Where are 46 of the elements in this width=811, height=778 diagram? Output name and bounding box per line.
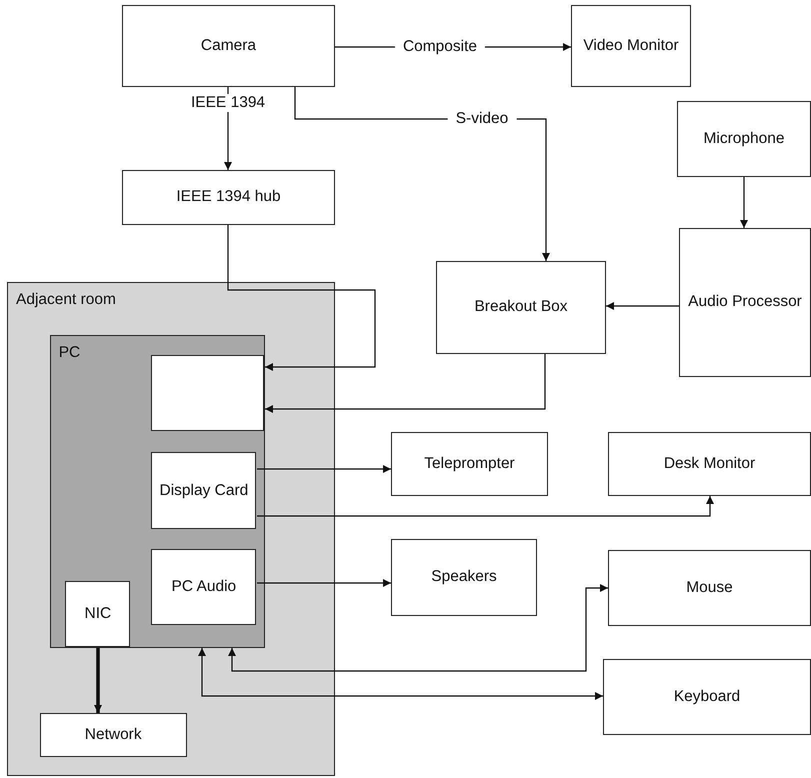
node-label: Display Card	[160, 480, 248, 501]
arrow	[198, 648, 603, 700]
device-box	[391, 539, 537, 616]
device-box	[603, 659, 811, 735]
node-label: PC Audio	[172, 577, 236, 598]
device-box	[677, 101, 811, 177]
node-label: Desk Monitor	[664, 454, 756, 474]
device-box	[608, 432, 811, 496]
node-label: IEEE 1394 hub	[176, 187, 281, 208]
arrow	[606, 302, 679, 310]
node-label: NIC	[84, 604, 112, 624]
node-label: Keyboard	[674, 686, 740, 707]
arrow	[94, 648, 102, 713]
device-box	[436, 261, 606, 354]
device-box	[65, 581, 130, 648]
arrow	[257, 465, 391, 473]
room-area	[7, 282, 335, 776]
node-label: Microphone	[704, 128, 784, 149]
arrow	[228, 584, 608, 672]
arrow	[227, 225, 376, 371]
node-label: Adjacent room	[16, 291, 116, 310]
node-label: Audio Processor	[688, 292, 802, 312]
pc-box	[50, 334, 265, 648]
device-box	[122, 170, 335, 225]
node-label: PC	[58, 344, 80, 362]
arrow	[740, 177, 748, 228]
box	[151, 355, 264, 432]
device-box	[608, 550, 811, 626]
edge-label: Composite	[394, 38, 486, 56]
device-box	[40, 712, 187, 757]
node-label: Network	[84, 724, 142, 745]
node-label: Camera	[200, 36, 256, 56]
node-label: Breakout Box	[474, 297, 568, 318]
device-box	[151, 452, 256, 530]
arrow	[257, 496, 714, 517]
device-box	[679, 228, 811, 377]
device-box	[391, 432, 548, 496]
arrow	[257, 579, 391, 587]
node-label: Video Monitor	[583, 36, 679, 56]
device-box	[122, 5, 335, 87]
device-box	[151, 549, 256, 626]
node-label: Mouse	[686, 578, 733, 598]
device-box	[571, 5, 691, 87]
node-label: Speakers	[431, 567, 497, 588]
node-label: Teleprompter	[424, 454, 515, 474]
arrow	[265, 354, 546, 413]
